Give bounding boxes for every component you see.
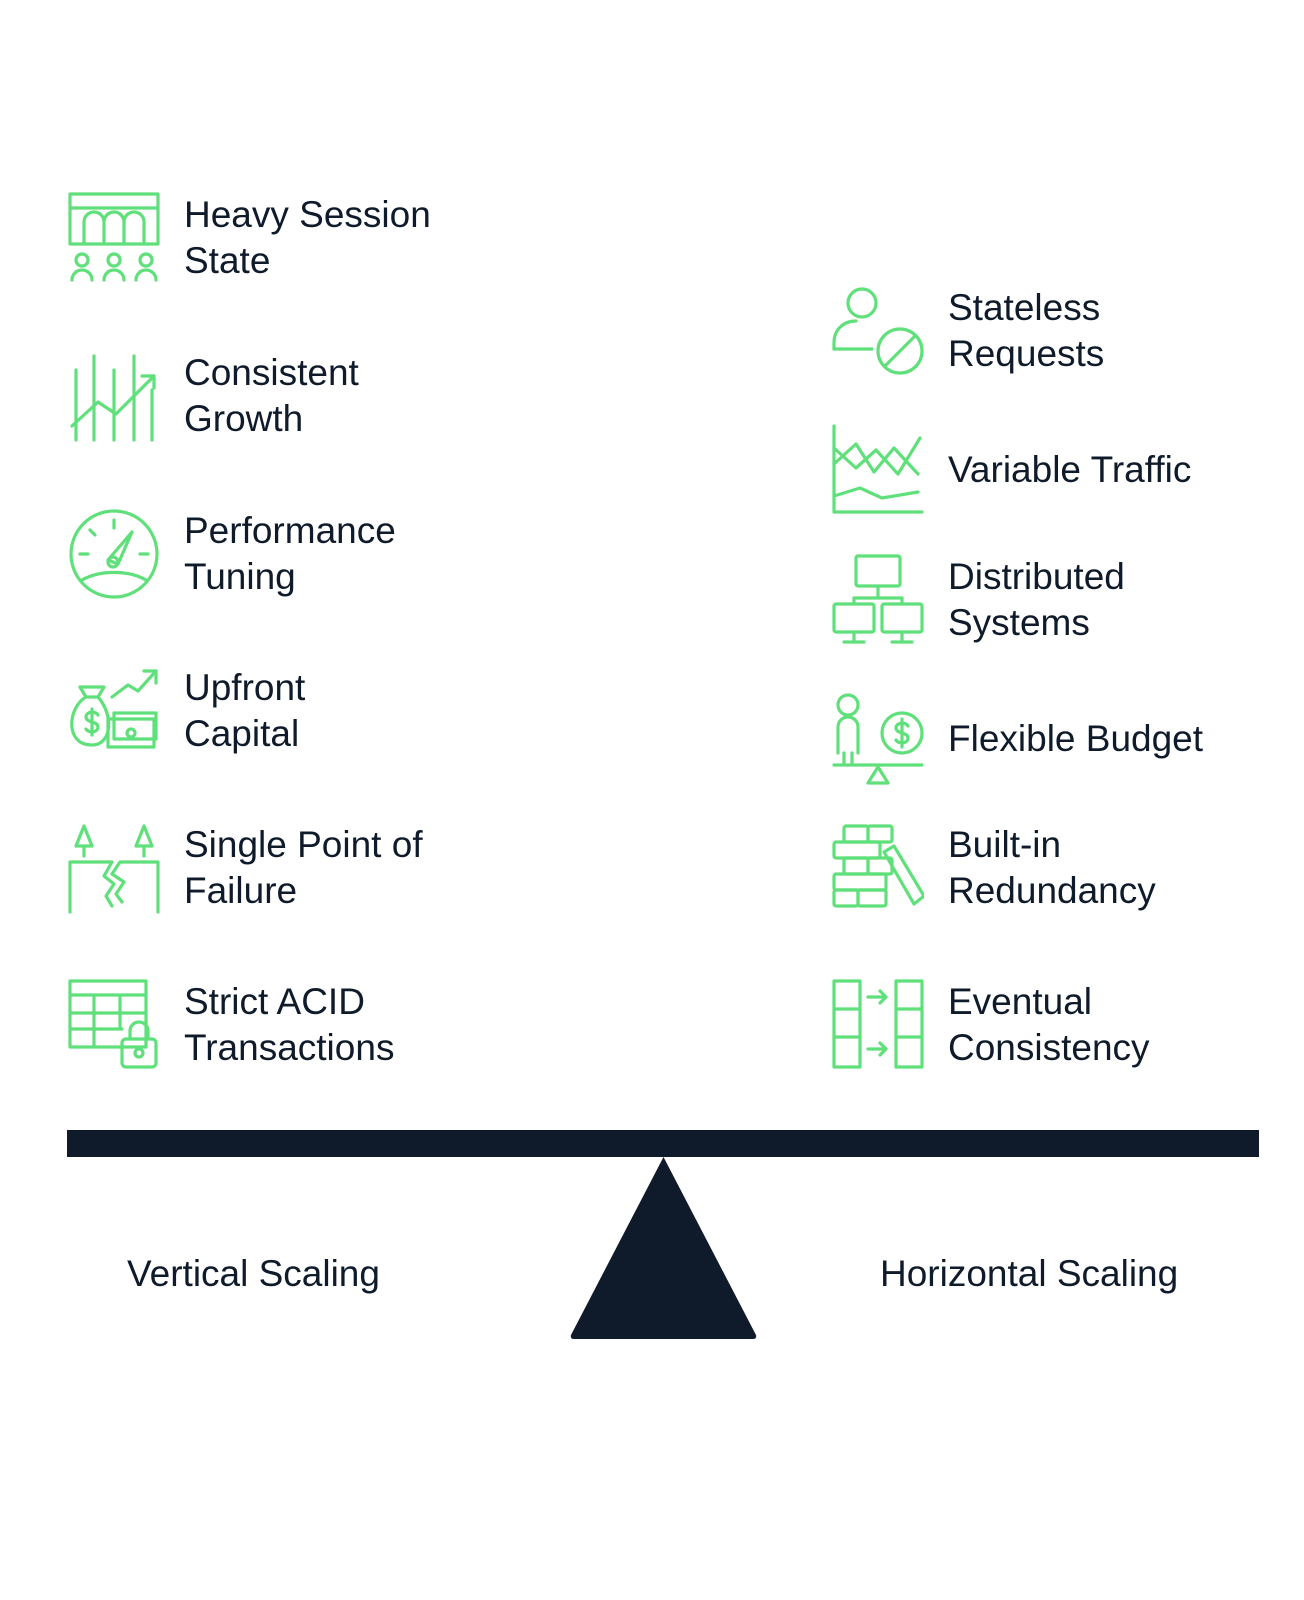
sync-columns-icon	[832, 979, 924, 1071]
balance-beam	[67, 1130, 1259, 1157]
item-label: Heavy Session State	[184, 194, 431, 281]
horizontal-item-variable-traffic: Variable Traffic	[832, 424, 1191, 516]
horizontal-item-eventual-consistency: Eventual Consistency	[832, 979, 1150, 1071]
item-label: Built-in Redundancy	[948, 824, 1156, 911]
horizontal-item-stateless-requests: Stateless Requests	[832, 285, 1104, 377]
vertical-item-performance-tuning: Performance Tuning	[68, 508, 396, 600]
horizontal-item-built-in-redundancy: Built-in Redundancy	[832, 822, 1156, 914]
item-label: Consistent Growth	[184, 352, 359, 439]
network-computers-icon	[832, 554, 924, 646]
budget-balance-icon	[832, 693, 924, 785]
vertical-item-upfront-capital: Upfront Capital	[68, 665, 305, 757]
item-label: Upfront Capital	[184, 667, 306, 754]
item-label: Eventual Consistency	[948, 981, 1150, 1068]
speedometer-icon	[68, 508, 160, 600]
vertical-scaling-label: Vertical Scaling	[127, 1253, 380, 1294]
item-label: Flexible Budget	[948, 718, 1204, 759]
money-growth-icon	[68, 665, 160, 757]
horizontal-scaling-label: Horizontal Scaling	[880, 1253, 1179, 1294]
broken-cliff-icon	[68, 822, 160, 914]
horizontal-item-flexible-budget: Flexible Budget	[832, 693, 1203, 785]
item-label: Stateless Requests	[948, 287, 1105, 374]
vertical-item-consistent-growth: Consistent Growth	[68, 350, 359, 442]
item-label: Single Point of Failure	[184, 824, 423, 911]
vertical-item-session-state: Heavy Session State	[68, 192, 431, 284]
vertical-item-single-point-failure: Single Point of Failure	[68, 822, 423, 914]
item-label: Variable Traffic	[948, 449, 1192, 490]
locked-table-icon	[68, 979, 160, 1071]
variable-chart-icon	[832, 424, 924, 516]
fulcrum-triangle	[570, 1157, 757, 1339]
session-state-icon	[68, 192, 160, 284]
vertical-item-strict-acid: Strict ACID Transactions	[68, 979, 394, 1071]
user-blocked-icon	[832, 285, 924, 377]
item-label: Distributed Systems	[948, 556, 1125, 643]
item-label: Performance Tuning	[184, 510, 396, 597]
item-label: Strict ACID Transactions	[184, 981, 395, 1068]
growth-chart-icon	[68, 350, 160, 442]
brick-stack-icon	[832, 822, 924, 914]
horizontal-item-distributed-systems: Distributed Systems	[832, 554, 1125, 646]
